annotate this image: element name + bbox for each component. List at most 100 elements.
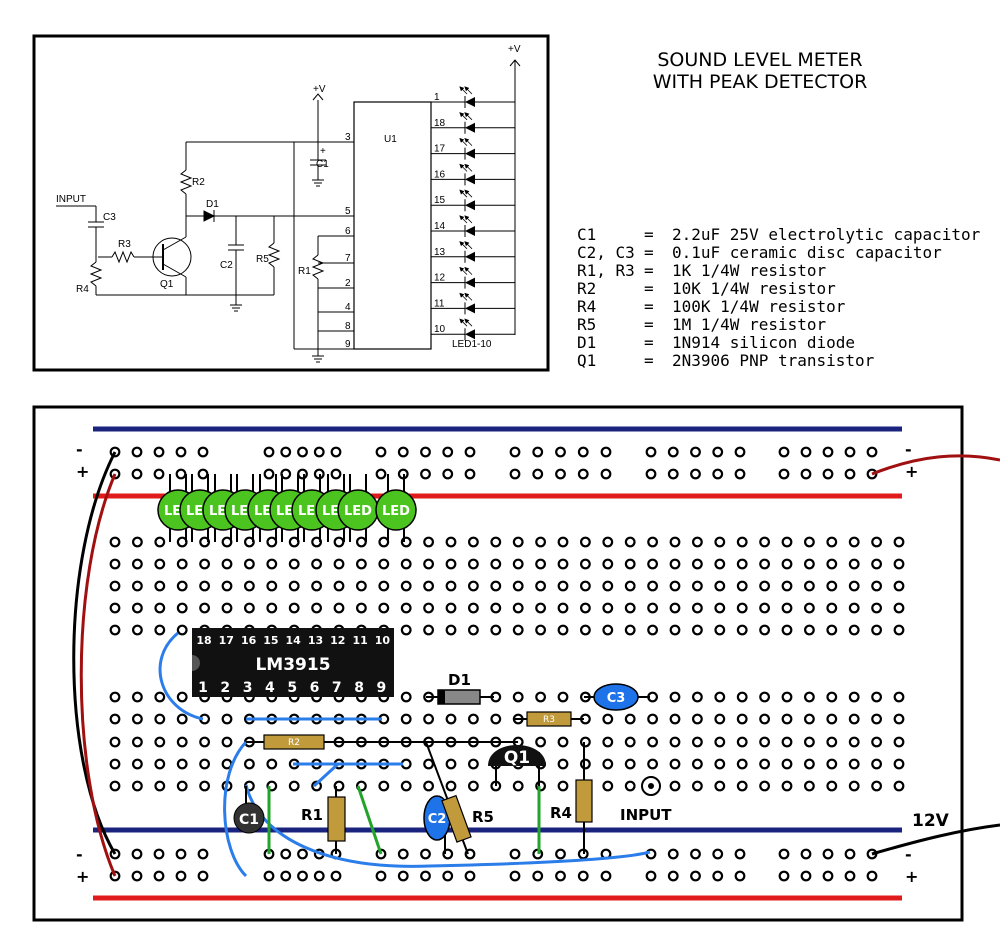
sch-c1-label: C1 xyxy=(316,159,329,170)
rail-minus-tr: - xyxy=(905,440,912,459)
power-jumper-wire xyxy=(79,473,117,877)
part-ref: R5 xyxy=(577,315,596,334)
blue-jumper-wires xyxy=(158,631,651,878)
part-equals: = xyxy=(644,333,654,352)
part-ref: R1, R3 xyxy=(577,261,635,280)
part-equals: = xyxy=(644,315,654,334)
parts-list-row: D1=1N914 silicon diode xyxy=(577,333,855,352)
svg-text:9: 9 xyxy=(345,339,351,350)
ic-body xyxy=(192,628,394,697)
c1-plus-mark: + xyxy=(320,146,326,157)
input-jack: INPUT xyxy=(620,776,672,824)
schematic-led: 1 xyxy=(431,86,515,108)
u1-label: U1 xyxy=(384,134,397,145)
part-equals: = xyxy=(644,243,654,262)
ic-pin-number: 13 xyxy=(308,634,323,647)
r2-label: R2 xyxy=(288,738,300,748)
ic-pin-number: 11 xyxy=(352,634,367,647)
schematic-led-pin-number: 10 xyxy=(434,324,446,335)
schematic-led-pin-number: 15 xyxy=(434,195,446,206)
ic-name: LM3915 xyxy=(255,655,330,675)
ic-pin-number: 16 xyxy=(241,634,257,647)
ic-pin-number: 9 xyxy=(377,680,387,696)
r5-label: R5 xyxy=(472,808,494,826)
rail-plus-bl: + xyxy=(76,867,89,886)
schematic-led-column: 1 18 17 16 15 14 13 12 11 10 xyxy=(431,86,515,341)
part-description: 10K 1/4W resistor xyxy=(672,279,836,298)
ic-pin-number: 6 xyxy=(310,680,320,696)
schematic-led: 16 xyxy=(431,163,515,186)
svg-text:4: 4 xyxy=(345,302,351,313)
sch-led-group-label: LED1-10 xyxy=(452,339,492,350)
sch-r1-label: R1 xyxy=(298,266,311,277)
part-description: 2.2uF 25V electrolytic capacitor xyxy=(672,225,981,244)
schematic-led: 17 xyxy=(431,137,515,160)
schematic-led: 12 xyxy=(431,266,515,289)
r1-label: R1 xyxy=(301,806,323,824)
sch-d1-label: D1 xyxy=(206,199,219,210)
parts-list-row: R2=10K 1/4W resistor xyxy=(577,279,836,298)
schematic-led-pin-number: 14 xyxy=(434,221,446,232)
schematic-title-line2: WITH PEAK DETECTOR xyxy=(653,71,868,93)
schematic-led: 13 xyxy=(431,241,515,263)
ic-pin-number: 17 xyxy=(219,634,234,647)
ic-pin-number: 8 xyxy=(354,680,364,696)
r4-resistor: R4 xyxy=(550,742,593,854)
part-description: 1N914 silicon diode xyxy=(672,333,855,352)
ic-pin-number: 4 xyxy=(265,680,275,696)
rail-minus-tl: - xyxy=(76,440,83,459)
rail-plus-tr: + xyxy=(905,462,918,481)
part-equals: = xyxy=(644,351,654,370)
ic-pin-number: 2 xyxy=(220,680,230,696)
part-description: 2N3906 PNP transistor xyxy=(672,351,875,370)
part-description: 1M 1/4W resistor xyxy=(672,315,826,334)
schematic-led-pin-number: 11 xyxy=(434,298,445,309)
r2-resistor: R2 xyxy=(263,734,325,750)
part-description: 0.1uF ceramic disc capacitor xyxy=(672,243,942,262)
svg-text:5: 5 xyxy=(345,206,351,217)
q1-label: Q1 xyxy=(504,748,530,768)
schematic-led-pin-number: 12 xyxy=(434,273,446,284)
ic-notch xyxy=(192,655,200,671)
schematic-panel: SOUND LEVEL METER WITH PEAK DETECTOR U1 xyxy=(32,34,868,372)
svg-text:3: 3 xyxy=(345,132,351,143)
rail-plus-tl: + xyxy=(76,462,89,481)
svg-text:6: 6 xyxy=(345,226,351,237)
breadboard-frame xyxy=(32,405,964,922)
supply-positive-wire xyxy=(871,454,1000,476)
part-ref: C1 xyxy=(577,225,596,244)
r5-resistor: R5 xyxy=(441,794,494,843)
ic-pin-number: 12 xyxy=(330,634,345,647)
ic-pin-number: 15 xyxy=(263,634,278,647)
input-label: INPUT xyxy=(620,806,672,824)
u1-chip-symbol xyxy=(353,101,432,350)
schematic-led-pin-number: 18 xyxy=(434,118,446,129)
ic-pin-number: 14 xyxy=(286,634,302,647)
sch-r3-label: R3 xyxy=(118,239,131,250)
led-body: LED xyxy=(337,489,379,531)
part-description: 100K 1/4W resistor xyxy=(672,297,846,316)
led-body: LED xyxy=(375,489,417,531)
sch-r4-label: R4 xyxy=(76,284,89,295)
part-ref: C2, C3 xyxy=(577,243,635,262)
breadboard-panel: - + - + - + - + 12V xyxy=(32,405,1000,922)
parts-list-row: R5 = 1M 1/4W resistor xyxy=(577,315,826,334)
part-equals: = xyxy=(644,279,654,298)
part-description: 1K 1/4W resistor xyxy=(672,261,826,280)
green-jumper-wires xyxy=(267,785,541,855)
parts-list-row: R4=100K 1/4W resistor xyxy=(577,297,846,316)
supply-negative-wire xyxy=(871,823,1000,856)
vplus-label-leds: +V xyxy=(508,44,521,55)
c3-capacitor: C3 xyxy=(584,683,650,711)
schematic-led-pin-number: 17 xyxy=(434,144,446,155)
ic-pin-number: 7 xyxy=(332,680,342,696)
led-label: LED xyxy=(382,504,410,519)
r4-label: R4 xyxy=(550,804,572,822)
part-equals: = xyxy=(644,297,654,316)
part-equals: = xyxy=(644,261,654,280)
